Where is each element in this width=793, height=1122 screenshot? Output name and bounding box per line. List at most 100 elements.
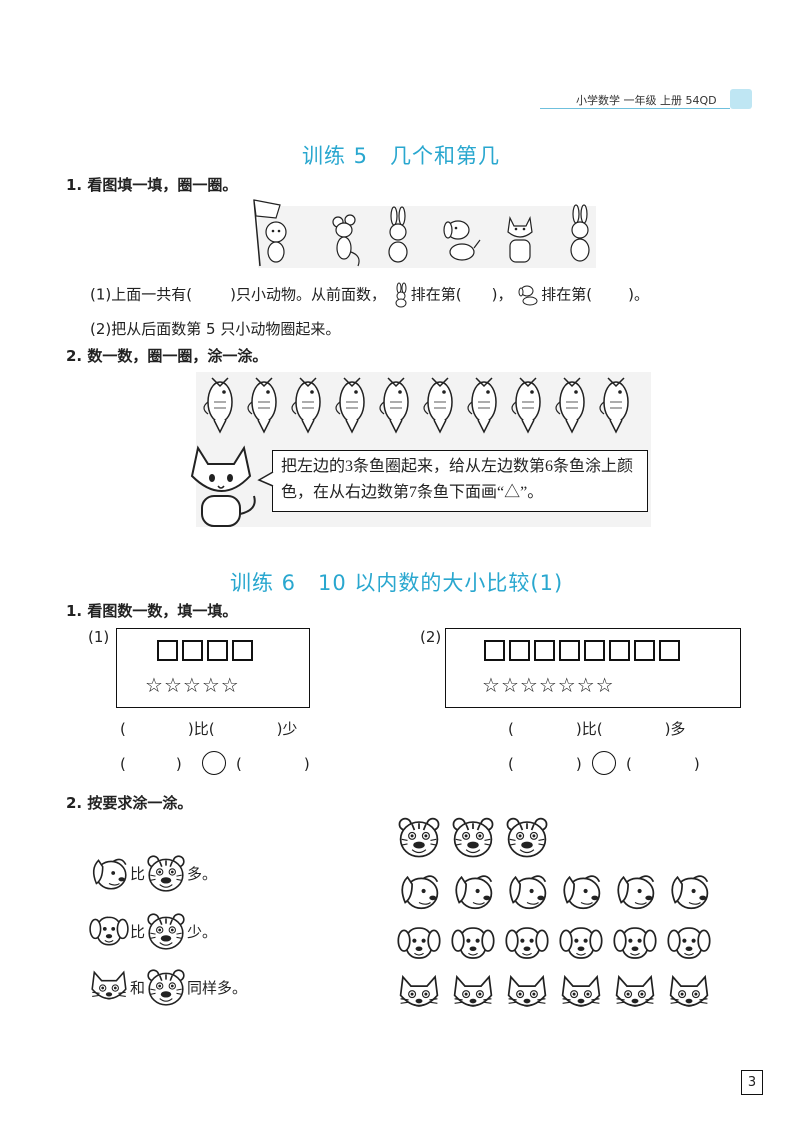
question-title: 1. 看图填一填，圈一圈。 xyxy=(66,176,238,194)
compare-box-left: ☆☆☆☆☆ xyxy=(116,628,310,708)
square-icon xyxy=(584,640,605,661)
dog-face-icon xyxy=(617,875,655,910)
paren-close: ) xyxy=(303,755,310,773)
grid-cell[interactable] xyxy=(504,920,550,970)
puppy-face-icon xyxy=(667,927,711,959)
rule-ending: 同样多。 xyxy=(187,978,248,997)
fish-icon[interactable] xyxy=(247,377,277,434)
puppy-face-icon xyxy=(89,916,129,946)
rule-ending: 少。 xyxy=(187,922,218,941)
compare-line-left: ()比()少 xyxy=(120,718,297,739)
paren-open: ( xyxy=(508,755,514,773)
star-icon: ☆ xyxy=(576,673,595,697)
q1-line1-f: )。 xyxy=(628,285,649,304)
dog-icon xyxy=(443,220,481,261)
puppy-face-icon xyxy=(451,927,495,959)
paren-mid: )比( xyxy=(575,720,603,738)
mouse-icon xyxy=(332,214,360,267)
grid-cell[interactable] xyxy=(612,920,658,970)
animal-strip xyxy=(258,206,596,268)
rule-connector: 和 xyxy=(130,978,146,997)
grid-cell[interactable] xyxy=(666,868,712,918)
fish-icon[interactable] xyxy=(599,377,629,434)
dog-face-icon xyxy=(92,858,127,890)
grid-cell[interactable] xyxy=(396,920,442,970)
star-row: ☆☆☆☆☆ xyxy=(145,675,240,696)
square-row xyxy=(157,640,257,665)
fish-icon[interactable] xyxy=(555,377,585,434)
question-title: 2. 数一数，圈一圈，涂一涂。 xyxy=(66,347,268,365)
grid-cell[interactable] xyxy=(558,868,604,918)
grid-cell[interactable] xyxy=(396,814,442,864)
fish-icon[interactable] xyxy=(467,377,497,434)
square-icon xyxy=(509,640,530,661)
star-icon: ☆ xyxy=(163,673,182,697)
paren-close: ) xyxy=(175,755,182,773)
grid-cell[interactable] xyxy=(396,868,442,918)
page-number: 3 xyxy=(741,1070,763,1095)
star-icon: ☆ xyxy=(595,673,614,697)
rule-row: 比少。 xyxy=(88,910,217,952)
grid-cell[interactable] xyxy=(666,920,712,970)
grid-cell[interactable] xyxy=(666,970,712,1020)
header-text: 小学数学 一年级 上册 54QD xyxy=(576,94,717,107)
cat-face-icon xyxy=(669,974,709,1007)
puppy-face-icon xyxy=(613,927,657,959)
fish-icon[interactable] xyxy=(203,377,233,434)
cat-face-icon xyxy=(561,974,601,1007)
grid-cell[interactable] xyxy=(450,868,496,918)
dog-face-icon xyxy=(509,875,547,910)
tiger-face-icon xyxy=(452,817,494,858)
grid-cell[interactable] xyxy=(450,920,496,970)
rabbit-icon xyxy=(388,206,408,263)
grid-cell[interactable] xyxy=(504,970,550,1020)
q1-line1-e: 排在第( xyxy=(541,285,593,304)
paren-open: ( xyxy=(626,755,632,773)
square-icon xyxy=(207,640,228,661)
rule-connector: 比 xyxy=(130,864,146,883)
grid-cell[interactable] xyxy=(450,814,496,864)
grid-cell[interactable] xyxy=(396,970,442,1020)
star-icon: ☆ xyxy=(201,673,220,697)
compare-circle[interactable] xyxy=(592,751,616,775)
star-row: ☆☆☆☆☆☆☆ xyxy=(482,675,615,696)
grid-cell[interactable] xyxy=(504,868,550,918)
grid-cell[interactable] xyxy=(504,814,550,864)
compare-symbol-left: () xyxy=(120,755,182,773)
fish-icon[interactable] xyxy=(423,377,453,434)
grid-cell[interactable] xyxy=(450,970,496,1020)
tiger-face-icon xyxy=(506,817,548,858)
rule-ending: 多。 xyxy=(187,864,218,883)
grid-cell[interactable] xyxy=(612,868,658,918)
cat-face-icon xyxy=(615,974,655,1007)
q1-line1-b: )只小动物。从前面数， xyxy=(230,285,386,304)
tiger-face-icon xyxy=(147,969,185,1006)
bubble-tail xyxy=(257,471,274,487)
dog-face-icon xyxy=(401,875,439,910)
section-title: 训练 5 几个和第几 xyxy=(302,144,501,168)
tiger-face-icon xyxy=(147,855,185,892)
question-title: 2. 按要求涂一涂。 xyxy=(66,794,193,812)
q1-line1-d: )， xyxy=(491,285,513,304)
grid-cell[interactable] xyxy=(558,920,604,970)
cat-face-icon xyxy=(507,974,547,1007)
dog-icon xyxy=(518,285,538,306)
fish-icon[interactable] xyxy=(335,377,365,434)
fish-row xyxy=(203,377,629,434)
compare-box-right: ☆☆☆☆☆☆☆ xyxy=(445,628,741,708)
tiger-face-icon xyxy=(398,817,440,858)
grid-cell[interactable] xyxy=(612,970,658,1020)
paren-close: ) xyxy=(575,755,582,773)
paren-open: ( xyxy=(508,720,514,738)
compare-circle[interactable] xyxy=(202,751,226,775)
square-icon xyxy=(484,640,505,661)
paren-mid: )比( xyxy=(187,720,215,738)
fish-icon[interactable] xyxy=(379,377,409,434)
rabbit-icon xyxy=(395,282,407,308)
paren-close: ) xyxy=(693,755,700,773)
header-badge-icon xyxy=(730,89,752,109)
compare-line-right: ()比()多 xyxy=(508,718,685,739)
fish-icon[interactable] xyxy=(291,377,321,434)
grid-cell[interactable] xyxy=(558,970,604,1020)
fish-icon[interactable] xyxy=(511,377,541,434)
